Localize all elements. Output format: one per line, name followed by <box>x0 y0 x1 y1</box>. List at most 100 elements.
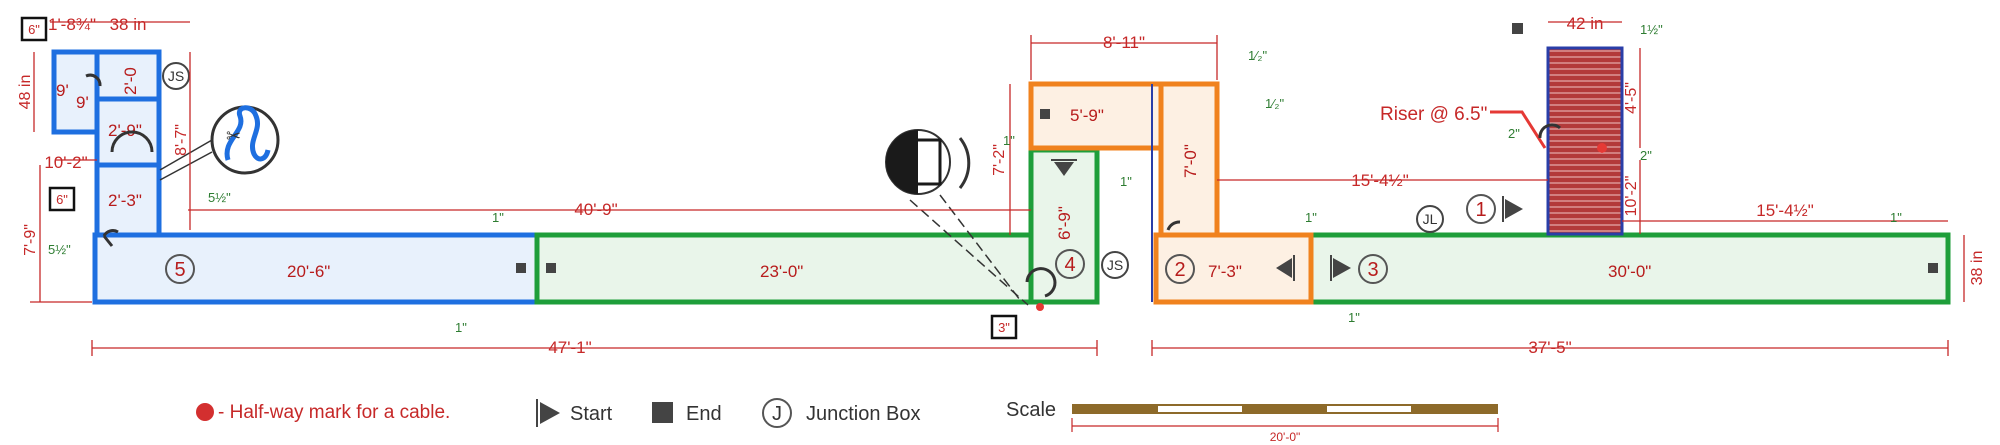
box-six-inch-a: 6" <box>28 22 40 37</box>
riser-pointer <box>1490 110 1547 149</box>
svg-text:4: 4 <box>1064 254 1075 276</box>
zone-labels: 20'-6" 23'-0" 6'-9" 5'-9" 7'-0" 7'-3" 30… <box>56 67 1651 284</box>
end-legend-icon <box>652 402 673 423</box>
note-one-inch-a: 1" <box>492 210 504 225</box>
note-one-inch-e: 1" <box>1305 210 1317 225</box>
svg-text:1: 1 <box>1475 199 1486 221</box>
svg-text:JS: JS <box>1107 257 1123 273</box>
scale-length: 20'-0" <box>1270 430 1301 444</box>
note-five-half-b: 5½" <box>48 242 71 257</box>
end-marker-green[interactable] <box>546 263 556 273</box>
note-one-inch-f: 1" <box>1348 310 1360 325</box>
blue-lower-rect[interactable] <box>94 162 162 238</box>
orange-vertical-length: 7'-0" <box>1181 144 1200 178</box>
green-middle-length: 23'-0" <box>760 262 803 281</box>
start-marker-zone-1[interactable] <box>1505 199 1523 219</box>
orange-vertical-rect[interactable] <box>1158 81 1220 238</box>
note-half-b: 1⁄₂" <box>1265 96 1284 111</box>
junction-jl[interactable]: JL <box>1416 205 1444 233</box>
dim-right-upper: 15'-4½" <box>1351 171 1408 190</box>
dim-width-38: 38 in <box>110 15 147 34</box>
end-marker-zone-5[interactable] <box>516 263 526 273</box>
blue-narrow-label-a: 9' <box>56 81 69 100</box>
scissors-icon: ✂ <box>226 126 241 146</box>
dim-blue-height: 8'-7" <box>173 124 190 156</box>
note-one-inch-b: 1" <box>455 320 467 335</box>
riser: Riser @ 6.5" <box>1380 46 1624 236</box>
halfway-legend-dot <box>196 403 214 421</box>
blue-narrow-label-b: 9' <box>76 93 89 112</box>
zone-2-length: 7'-3" <box>1208 262 1242 281</box>
riser-label: Riser @ 6.5" <box>1380 104 1487 125</box>
zone-5-number: 5 <box>165 254 195 284</box>
junction-legend-icon <box>762 398 792 428</box>
green-zone-area <box>534 147 1951 305</box>
boxed-labels: 6" 6" 3" <box>20 16 1018 340</box>
dim-top-width: 8'-11" <box>1103 33 1145 52</box>
svg-text:2: 2 <box>1174 259 1185 281</box>
dim-top-left-fraction: 1'-8¾" <box>48 15 96 34</box>
dim-col-height: 7'-2" <box>991 144 1008 176</box>
blue-mid-length: 2'-9" <box>108 121 142 140</box>
legend-scale: Scale <box>1006 399 1056 421</box>
svg-text:3: 3 <box>1367 259 1378 281</box>
zone-4-length: 6'-9" <box>1055 206 1074 240</box>
dim-span-40: 40'-9" <box>574 200 617 219</box>
zone-5-rect[interactable] <box>92 232 540 305</box>
legend: - Half-way mark for a cable. Start End J… <box>196 398 1499 444</box>
end-marker-zone-3[interactable] <box>1928 263 1938 273</box>
blue-lower-length: 2'-3" <box>108 191 142 210</box>
small-notes: 1" 1" 1" 1" 1" 1" 1" 2" 2" 1⁄₂" 1⁄₂" 1½"… <box>48 22 1902 335</box>
junction-js-a[interactable]: JS <box>162 62 190 90</box>
zone-3-length: 30'-0" <box>1608 262 1651 281</box>
note-one-inch-d: 1" <box>1120 174 1132 189</box>
start-marker-zone-2[interactable] <box>1276 258 1292 278</box>
note-one-inch-g: 1" <box>1890 210 1902 225</box>
junction-boxes: JS JS JL <box>162 62 1444 279</box>
note-two-inch-b: 2" <box>1640 148 1652 163</box>
cable-markers <box>85 23 1938 298</box>
note-one-inch-c: 1" <box>1003 133 1015 148</box>
start-marker-zone-3[interactable] <box>1333 258 1351 278</box>
dim-left-height: 7'-9" <box>22 224 39 256</box>
dimension-text: 47'-1" 37'-5" 40'-9" 8'-11" 15'-4½" 15'-… <box>17 14 1986 357</box>
box-three-inch: 3" <box>998 320 1010 335</box>
dimension-lines <box>30 21 1965 356</box>
green-middle-rect[interactable] <box>534 232 1100 305</box>
blue-upper-length: 2'-0 <box>121 67 140 95</box>
end-marker-orange[interactable] <box>1040 109 1050 119</box>
scissors-callout: ✂ <box>159 105 280 181</box>
dim-riser-height: 4'-5" <box>1623 82 1640 114</box>
note-one-half: 1½" <box>1640 22 1663 37</box>
box-six-inch-b: 6" <box>56 192 68 207</box>
note-five-half-a: 5½" <box>208 190 231 205</box>
note-half-a: 1⁄₂" <box>1248 48 1267 63</box>
junction-js-b[interactable]: JS <box>1101 251 1129 279</box>
svg-text:JL: JL <box>1423 211 1438 227</box>
dim-height-48: 48 in <box>17 75 34 110</box>
dim-riser-width: 42 in <box>1567 14 1604 33</box>
svg-text:J: J <box>772 403 782 425</box>
orange-top-rect[interactable] <box>1028 81 1164 151</box>
dim-right-end-height: 38 in <box>1969 251 1986 286</box>
start-marker-zone-4[interactable] <box>1054 162 1074 176</box>
zone-4-number: 4 <box>1055 249 1085 279</box>
start-legend-icon <box>540 402 560 424</box>
blue-narrow-rect[interactable] <box>51 49 100 135</box>
legend-halfway: - Half-way mark for a cable. <box>218 402 450 423</box>
end-marker-riser[interactable] <box>1512 23 1523 34</box>
note-two-inch-a: 2" <box>1508 126 1520 141</box>
dim-left-10: 10'-2" <box>44 153 87 172</box>
dim-right-lower: 15'-4½" <box>1756 201 1813 220</box>
dim-overall-right: 37'-5" <box>1528 338 1571 357</box>
zone-3-number: 3 <box>1358 254 1388 284</box>
riser-coil[interactable] <box>1546 46 1624 236</box>
coil-detail-callout <box>885 129 1044 311</box>
scale-bar: 20'-0" <box>1071 404 1499 444</box>
orange-top-length: 5'-9" <box>1070 106 1104 125</box>
dim-riser-lower: 10'-2" <box>1623 176 1640 217</box>
halfway-mark-dot <box>1597 143 1607 153</box>
legend-start: Start <box>570 403 613 425</box>
svg-text:5: 5 <box>174 259 185 281</box>
